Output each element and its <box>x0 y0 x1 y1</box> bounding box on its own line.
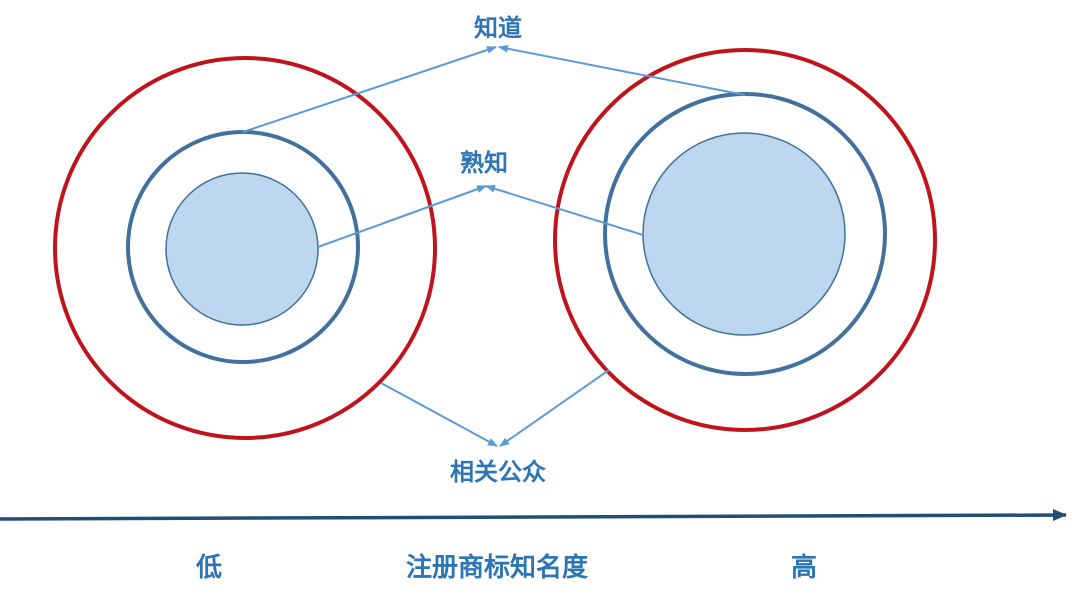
arrow-left-middle-to-know <box>242 46 497 133</box>
label-familiar: 熟知 <box>460 149 508 177</box>
right-inner-circle <box>642 132 846 336</box>
arrow-left-outer-to-public <box>380 382 498 447</box>
arrow-right-outer-to-public <box>499 369 610 447</box>
right-outer-ring <box>553 48 937 432</box>
arrow-right-inner-to-familiar <box>485 184 644 236</box>
connector-arrows <box>242 44 746 447</box>
label-know: 知道 <box>474 14 522 42</box>
arrow-left-inner-to-familiar <box>317 185 487 248</box>
axis-label-low: 低 <box>195 553 222 583</box>
left-circle-group <box>53 56 437 440</box>
awareness-axis-line <box>0 509 1067 522</box>
right-circle-group <box>553 48 937 432</box>
left-inner-circle <box>165 172 319 326</box>
arrow-right-middle-to-know <box>498 44 746 96</box>
left-outer-ring <box>53 56 437 440</box>
axis-label-high: 高 <box>791 552 817 583</box>
label-public: 相关公众 <box>450 458 546 486</box>
axis-title: 注册商标知名度 <box>406 552 588 583</box>
